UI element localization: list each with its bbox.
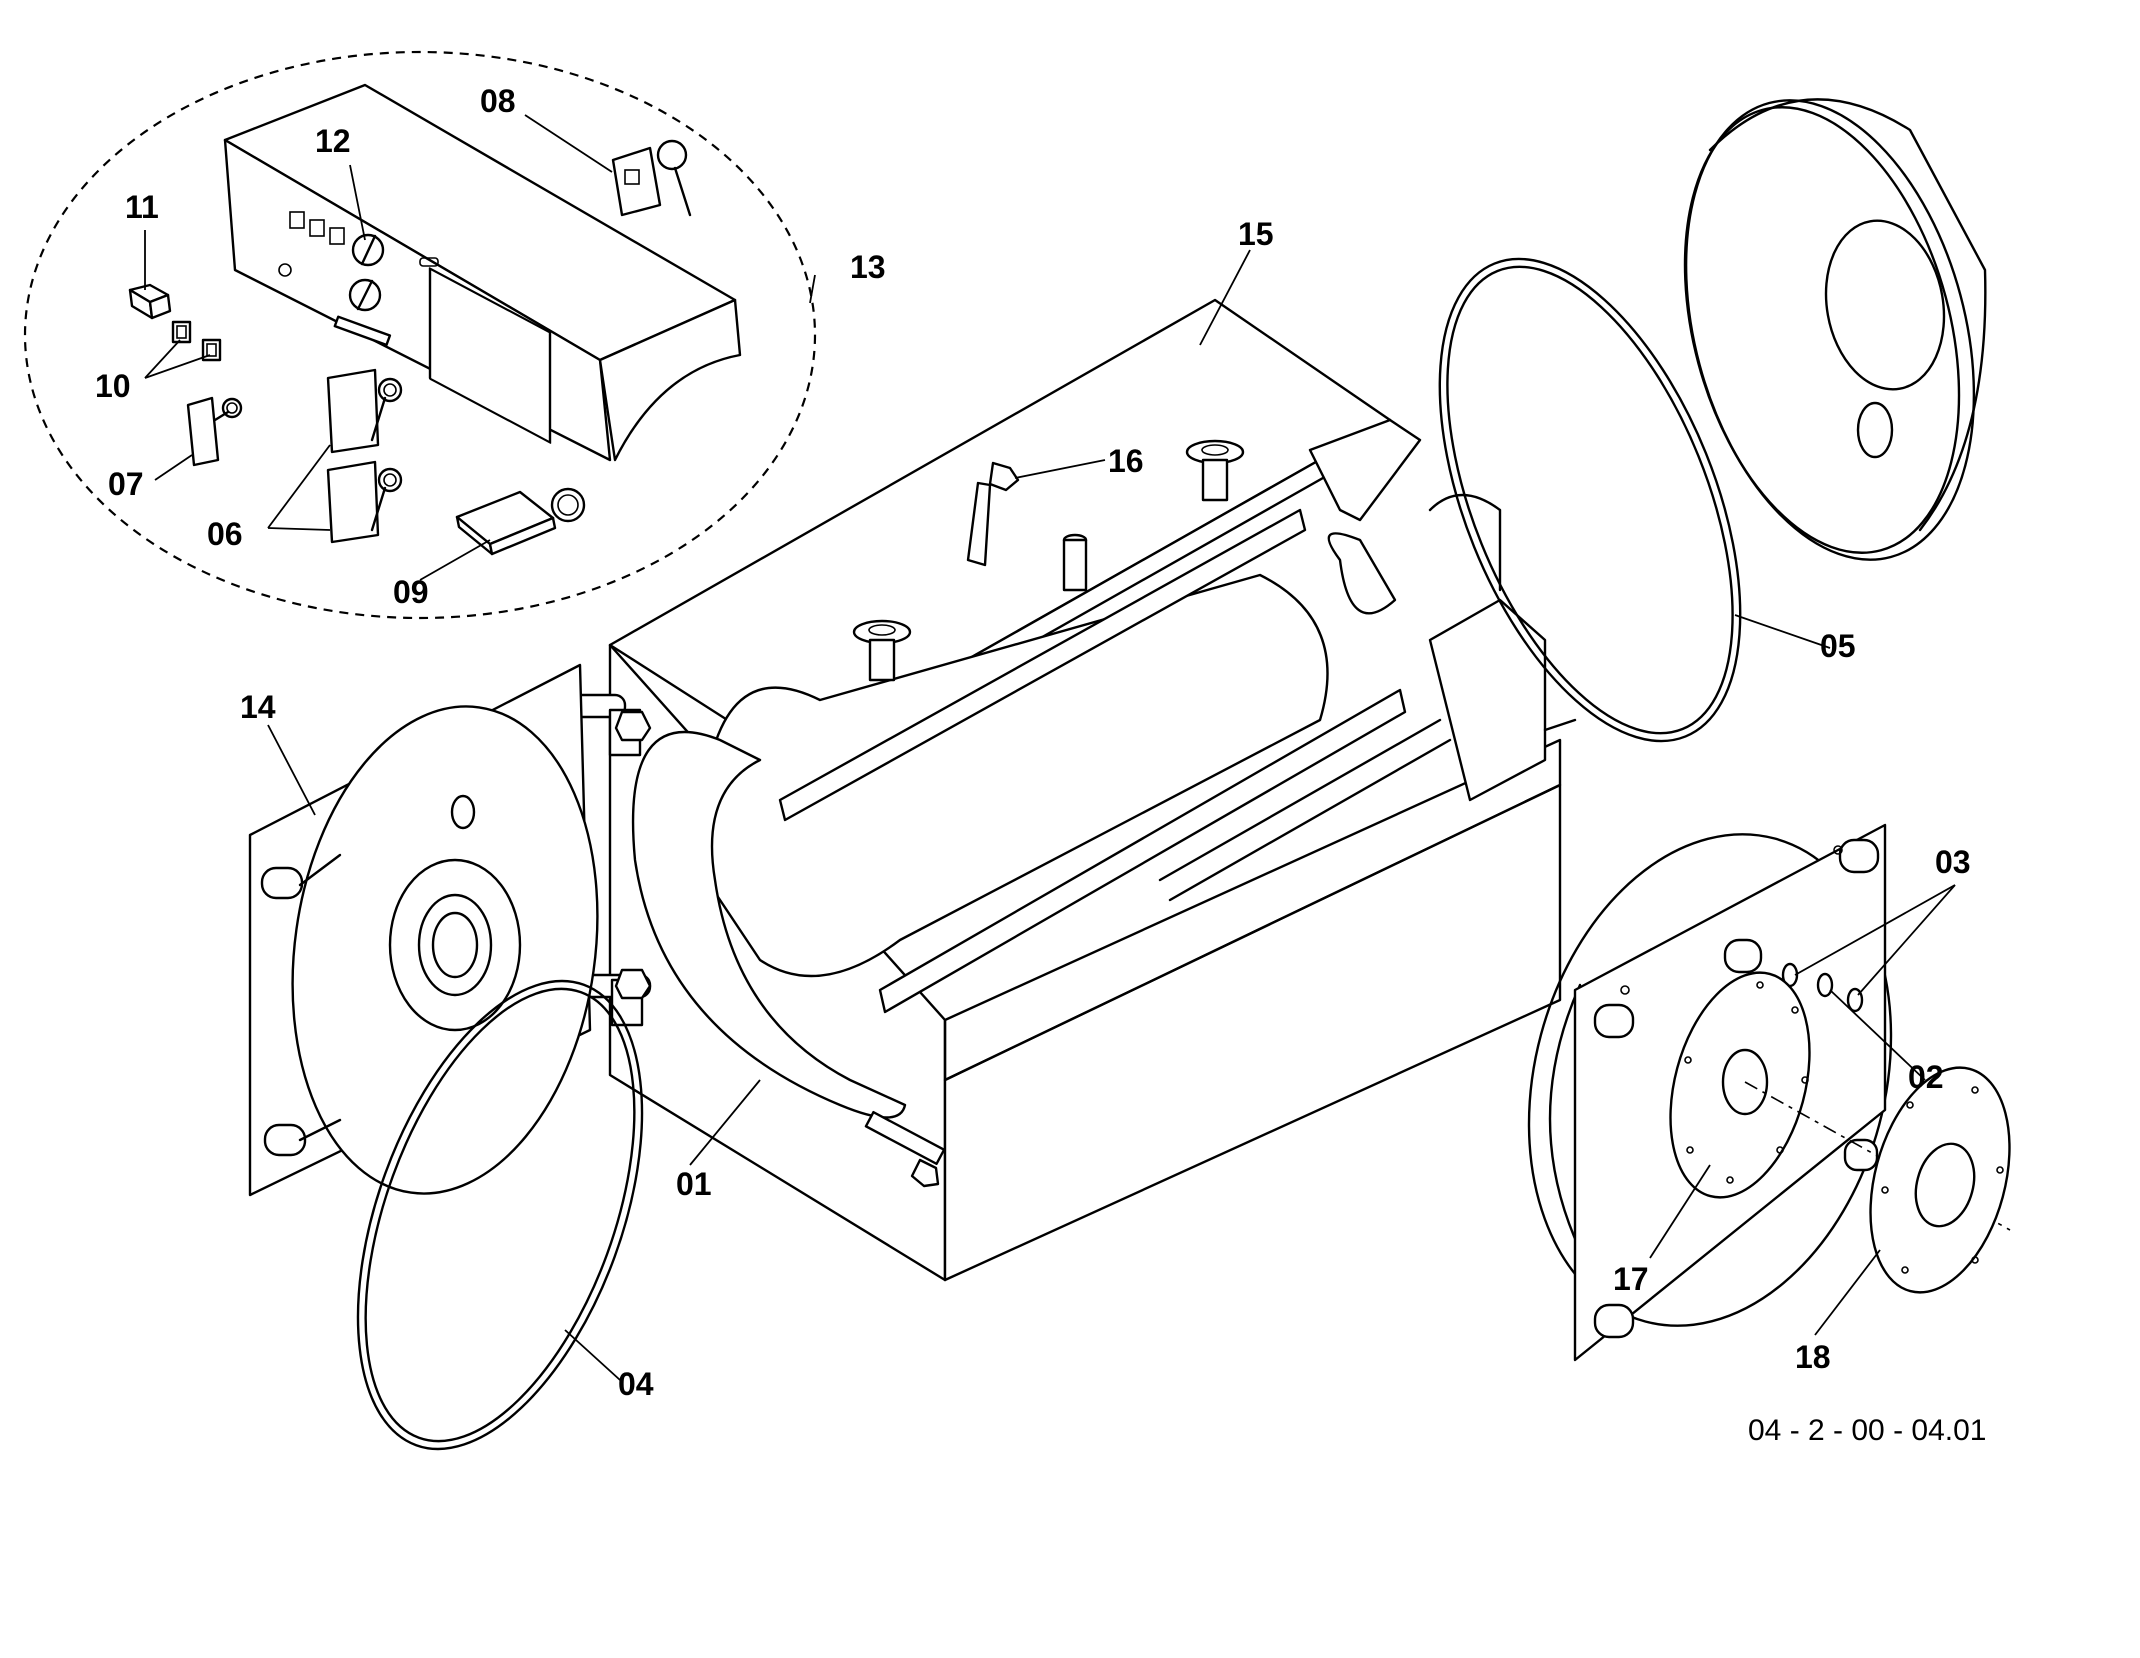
drawing-reference: 04 - 2 - 00 - 04.01 (1748, 1414, 1986, 1447)
part-18-flange (1869, 1066, 2011, 1294)
label-10: 10 (95, 368, 131, 404)
label-06: 06 (207, 516, 243, 552)
turbulator-lower (878, 688, 1407, 1014)
stud-bolt (864, 1110, 946, 1188)
part-11-switch (128, 283, 172, 320)
nozzle-right (1185, 439, 1245, 502)
label-03: 03 (1935, 844, 1971, 880)
label-12: 12 (315, 123, 351, 159)
burner-plate (1527, 823, 2011, 1362)
part-06-thermostat-upper (326, 368, 403, 454)
combustion-chamber (698, 573, 1329, 978)
label-04: 04 (618, 1366, 654, 1402)
label-05: 05 (1820, 628, 1856, 664)
control-group-outline (23, 50, 817, 620)
label-16: 16 (1108, 443, 1144, 479)
label-14: 14 (240, 689, 276, 725)
part-09-module (455, 487, 586, 556)
label-07: 07 (108, 466, 144, 502)
boiler-body (553, 298, 1577, 1282)
part-04-gasket (356, 979, 644, 1451)
control-box (223, 83, 742, 462)
part-06-thermostat-lower (326, 460, 403, 544)
label-09: 09 (393, 574, 429, 610)
part-03-hole (1816, 972, 1834, 998)
label-13: 13 (850, 249, 886, 285)
leader-lines (144, 114, 1956, 1381)
label-08: 08 (480, 83, 516, 119)
part-08-switch (611, 139, 692, 217)
label-18: 18 (1795, 1339, 1831, 1375)
nozzle-left (852, 619, 912, 682)
part-16-plug (966, 461, 1020, 567)
part-14-door (248, 663, 599, 1197)
label-02: 02 (1908, 1059, 1944, 1095)
label-17: 17 (1613, 1261, 1649, 1297)
part-10-relays (171, 320, 222, 362)
label-15: 15 (1238, 216, 1274, 252)
part-05-gasket (1438, 257, 1742, 743)
rear-cover (1683, 98, 1987, 561)
sensor-pocket (1062, 533, 1088, 592)
label-01: 01 (676, 1166, 712, 1202)
control-group (23, 50, 817, 620)
label-11: 11 (125, 189, 159, 225)
front-plate (631, 730, 907, 1119)
door-disc (291, 705, 599, 1195)
rear-flue-section (1308, 418, 1422, 522)
part-07-thermostat (186, 396, 243, 467)
turbulator-upper (778, 508, 1307, 822)
